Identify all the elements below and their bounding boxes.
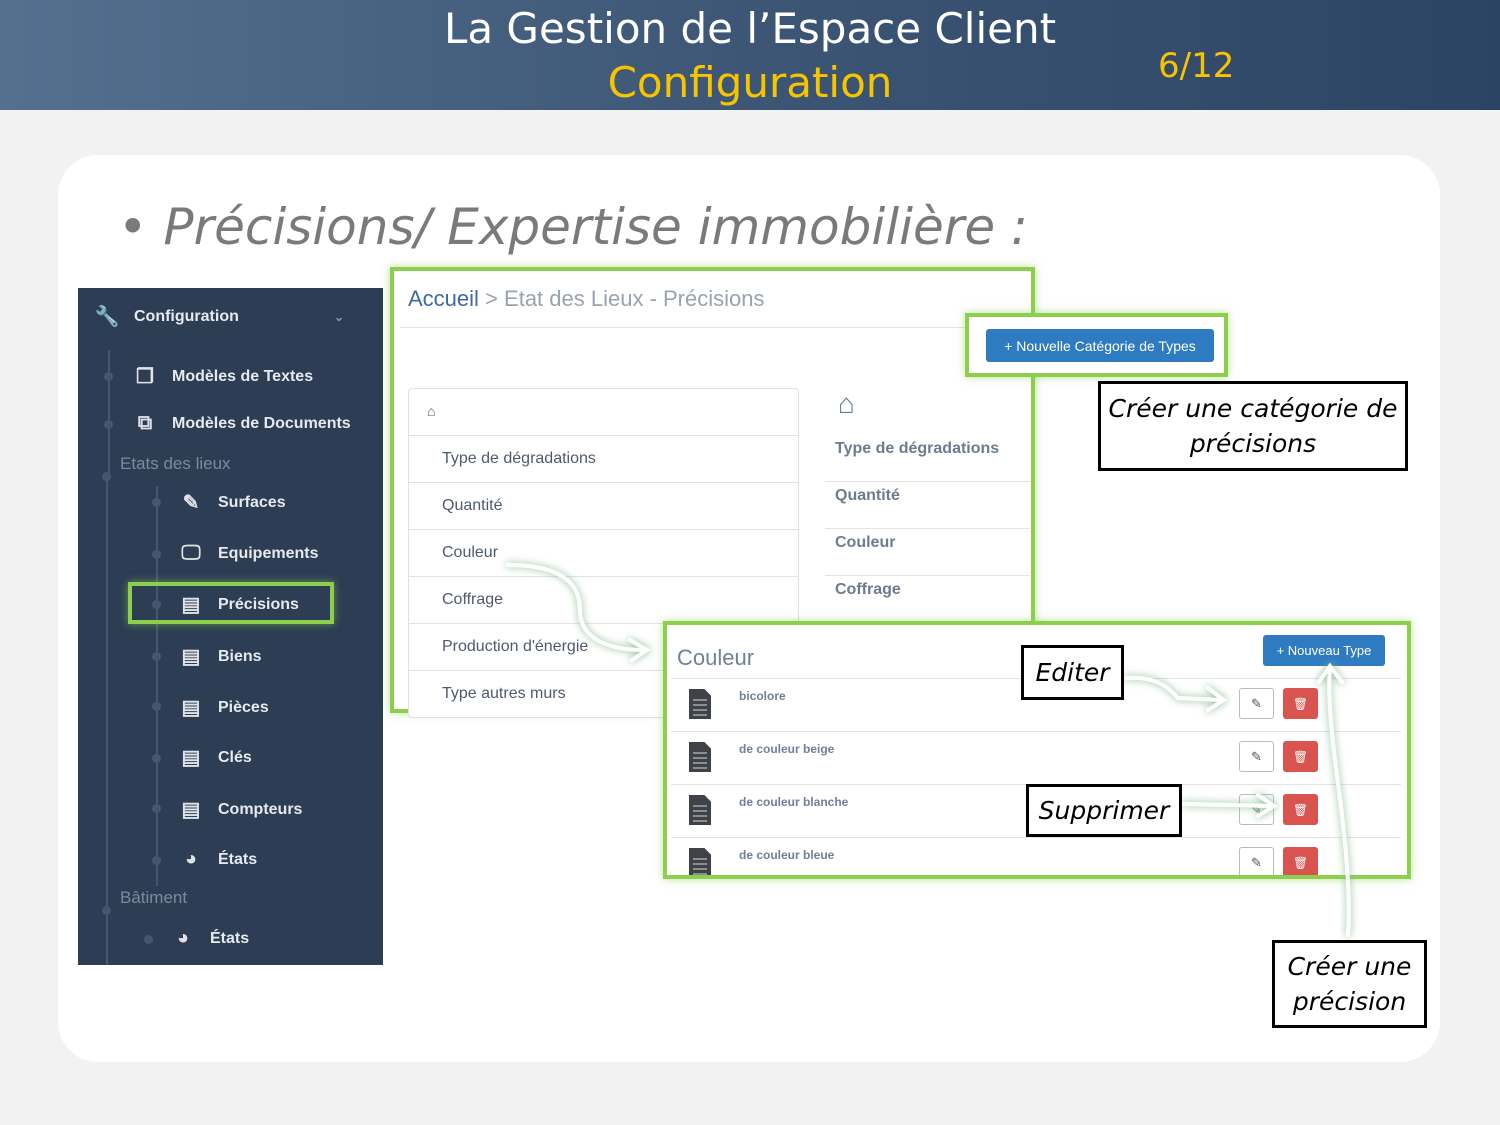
sidebar: 🔧 Configuration ⌄ ❐Modèles de Textes ⧉Mo… bbox=[78, 288, 383, 965]
sidebar-section-batiment: Bâtiment bbox=[120, 888, 188, 907]
table-row: de couleur bleue ✎🗑 bbox=[671, 837, 1401, 875]
book-icon: ▤ bbox=[181, 646, 201, 668]
sidebar-item-modeles-documents[interactable]: ⧉Modèles de Documents bbox=[132, 412, 351, 435]
slide-heading: • Précisions/ Expertise immobilière : bbox=[118, 198, 1028, 256]
new-category-button[interactable]: + Nouvelle Catégorie de Types bbox=[986, 329, 1214, 362]
sidebar-item-etats[interactable]: ◕États bbox=[178, 848, 257, 871]
home-icon[interactable]: ⌂ bbox=[427, 403, 436, 419]
chevron-down-icon: ⌄ bbox=[333, 309, 344, 324]
book-icon: ▤ bbox=[181, 747, 201, 769]
slide-header bbox=[0, 0, 1500, 110]
category-item[interactable]: Production d'énergie bbox=[442, 638, 589, 655]
edit-button[interactable]: ✎ bbox=[1239, 741, 1274, 772]
document-icon bbox=[689, 742, 711, 772]
dashboard-icon: ◕ bbox=[176, 927, 190, 949]
callout-create-category: Créer une catégorie de précisions bbox=[1098, 381, 1408, 471]
copy-icon: ❐ bbox=[136, 366, 154, 388]
category-item[interactable]: Type autres murs bbox=[442, 685, 566, 702]
callout-edit: Editer bbox=[1021, 645, 1124, 700]
edit-button[interactable]: ✎ bbox=[1239, 688, 1274, 719]
slide-subtitle: Configuration bbox=[607, 58, 893, 107]
callout-delete: Supprimer bbox=[1026, 784, 1182, 837]
sidebar-item-precisions[interactable]: ▤Précisions bbox=[178, 592, 299, 617]
category-item[interactable]: Quantité bbox=[835, 487, 900, 504]
sidebar-item-pieces[interactable]: ▤Pièces bbox=[178, 695, 269, 720]
delete-button[interactable]: 🗑 bbox=[1283, 741, 1318, 772]
category-item[interactable]: Type de dégradations bbox=[442, 450, 596, 467]
edit-button[interactable]: ✎ bbox=[1239, 847, 1274, 875]
breadcrumb-home[interactable]: Accueil bbox=[408, 286, 479, 311]
callout-create-precision: Créer une précision bbox=[1272, 940, 1427, 1028]
monitor-icon: 🖵 bbox=[181, 542, 201, 564]
delete-button[interactable]: 🗑 bbox=[1283, 794, 1318, 825]
wrench-icon: 🔧 bbox=[94, 306, 120, 328]
sidebar-section-etats-des-lieux: Etats des lieux bbox=[120, 454, 231, 473]
dashboard-icon: ◕ bbox=[184, 848, 198, 870]
sidebar-item-compteurs[interactable]: ▤Compteurs bbox=[178, 797, 303, 822]
divider bbox=[400, 327, 980, 328]
sidebar-item-cles[interactable]: ▤Clés bbox=[178, 745, 252, 770]
delete-button[interactable]: 🗑 bbox=[1283, 688, 1318, 719]
category-item[interactable]: Type de dégradations bbox=[835, 440, 1000, 457]
book-icon: ▤ bbox=[181, 697, 201, 719]
page-number: 6/12 bbox=[1158, 46, 1235, 86]
new-type-button[interactable]: + Nouveau Type bbox=[1263, 635, 1385, 666]
sidebar-item-modeles-textes[interactable]: ❐Modèles de Textes bbox=[132, 364, 313, 389]
slide-title: La Gestion de l’Espace Client bbox=[443, 4, 1057, 53]
category-item[interactable]: Coffrage bbox=[835, 581, 901, 598]
document-icon bbox=[689, 689, 711, 719]
sidebar-item-surfaces[interactable]: ✎Surfaces bbox=[178, 490, 286, 515]
book-icon: ▤ bbox=[181, 594, 201, 616]
highlight-precisions bbox=[128, 582, 334, 624]
category-item[interactable]: Couleur bbox=[442, 544, 499, 561]
document-icon bbox=[689, 795, 711, 825]
sidebar-item-biens[interactable]: ▤Biens bbox=[178, 644, 262, 669]
category-item[interactable]: Quantité bbox=[442, 497, 503, 514]
edit-button[interactable]: ✎ bbox=[1239, 794, 1274, 825]
sidebar-item-batiment-etats[interactable]: ◕États bbox=[170, 927, 249, 950]
home-icon[interactable]: ⌂ bbox=[838, 388, 855, 419]
table-row: de couleur beige ✎🗑 bbox=[671, 731, 1401, 784]
sidebar-configuration[interactable]: 🔧 Configuration ⌄ bbox=[94, 306, 344, 328]
category-item[interactable]: Couleur bbox=[835, 534, 896, 551]
detail-title: Couleur bbox=[677, 645, 755, 670]
documents-icon: ⧉ bbox=[137, 412, 153, 434]
sidebar-item-equipements[interactable]: 🖵Equipements bbox=[178, 542, 318, 565]
category-item[interactable]: Coffrage bbox=[442, 591, 504, 608]
breadcrumb: Accueil > Etat des Lieux - Précisions bbox=[408, 286, 765, 311]
document-icon bbox=[689, 848, 711, 875]
book-icon: ▤ bbox=[181, 799, 201, 821]
breadcrumb-current: Etat des Lieux - Précisions bbox=[504, 286, 765, 311]
delete-button[interactable]: 🗑 bbox=[1283, 847, 1318, 875]
pencil-icon: ✎ bbox=[182, 492, 200, 514]
